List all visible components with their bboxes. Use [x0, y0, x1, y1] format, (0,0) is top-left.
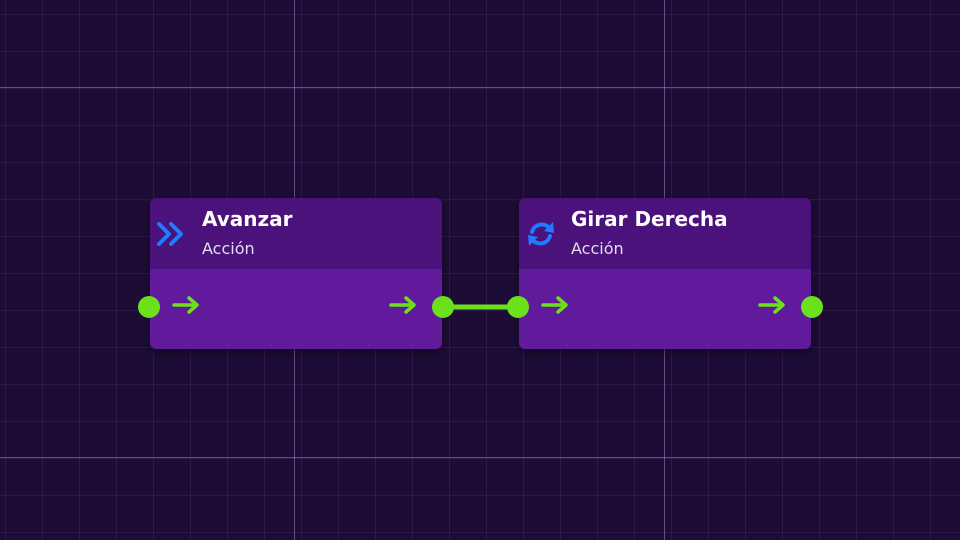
output-port[interactable]	[432, 296, 454, 318]
node-header[interactable]: Girar Derecha Acción	[519, 198, 811, 269]
node-body	[150, 269, 442, 349]
rotate-arrows-icon	[528, 222, 554, 246]
node-header[interactable]: Avanzar Acción	[150, 198, 442, 269]
output-port[interactable]	[801, 296, 823, 318]
node-girar-derecha[interactable]: Girar Derecha Acción	[507, 198, 823, 349]
node-subtitle: Acción	[571, 239, 624, 258]
double-chevron-right-icon	[157, 222, 183, 246]
flow-out-arrow-icon	[389, 296, 416, 314]
node-title: Girar Derecha	[571, 207, 728, 231]
input-port[interactable]	[507, 296, 529, 318]
node-avanzar[interactable]: Avanzar Acción	[138, 198, 454, 349]
node-body	[519, 269, 811, 349]
flow-out-arrow-icon	[758, 296, 785, 314]
input-port[interactable]	[138, 296, 160, 318]
node-subtitle: Acción	[202, 239, 255, 258]
node-title: Avanzar	[202, 207, 293, 231]
flow-in-arrow-icon	[172, 296, 199, 314]
flow-in-arrow-icon	[541, 296, 568, 314]
